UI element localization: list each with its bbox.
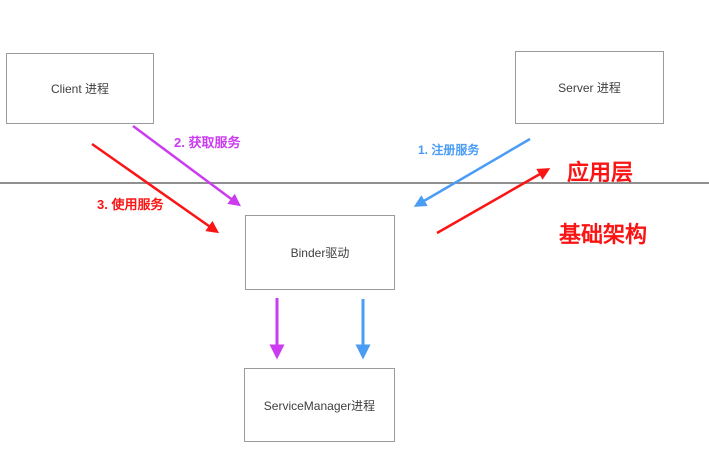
layer-divider-line [0, 182, 709, 184]
client-process-box: Client 进程 [6, 53, 154, 124]
layer-pointer-arrow [436, 168, 551, 235]
binder-driver-box: Binder驱动 [245, 215, 395, 290]
register-service-arrow-label: 1. 注册服务 [418, 143, 480, 157]
infrastructure-layer-label: 基础架构 [559, 222, 648, 247]
application-layer-label: 应用层 [567, 160, 634, 185]
acquire-service-arrow-label: 2. 获取服务 [174, 135, 241, 150]
servicemanager-process-label: ServiceManager进程 [263, 398, 376, 413]
use-service-arrow-label: 3. 使用服务 [97, 197, 164, 212]
server-process-label: Server 进程 [558, 81, 621, 95]
servicemanager-process-box: ServiceManager进程 [244, 368, 395, 442]
use-service-arrow [91, 142, 220, 234]
client-process-label: Client 进程 [50, 82, 109, 96]
server-process-box: Server 进程 [515, 51, 664, 124]
register-service-arrow [413, 137, 531, 207]
binder-driver-label: Binder驱动 [290, 246, 350, 260]
acquire-service-arrow [132, 124, 242, 207]
